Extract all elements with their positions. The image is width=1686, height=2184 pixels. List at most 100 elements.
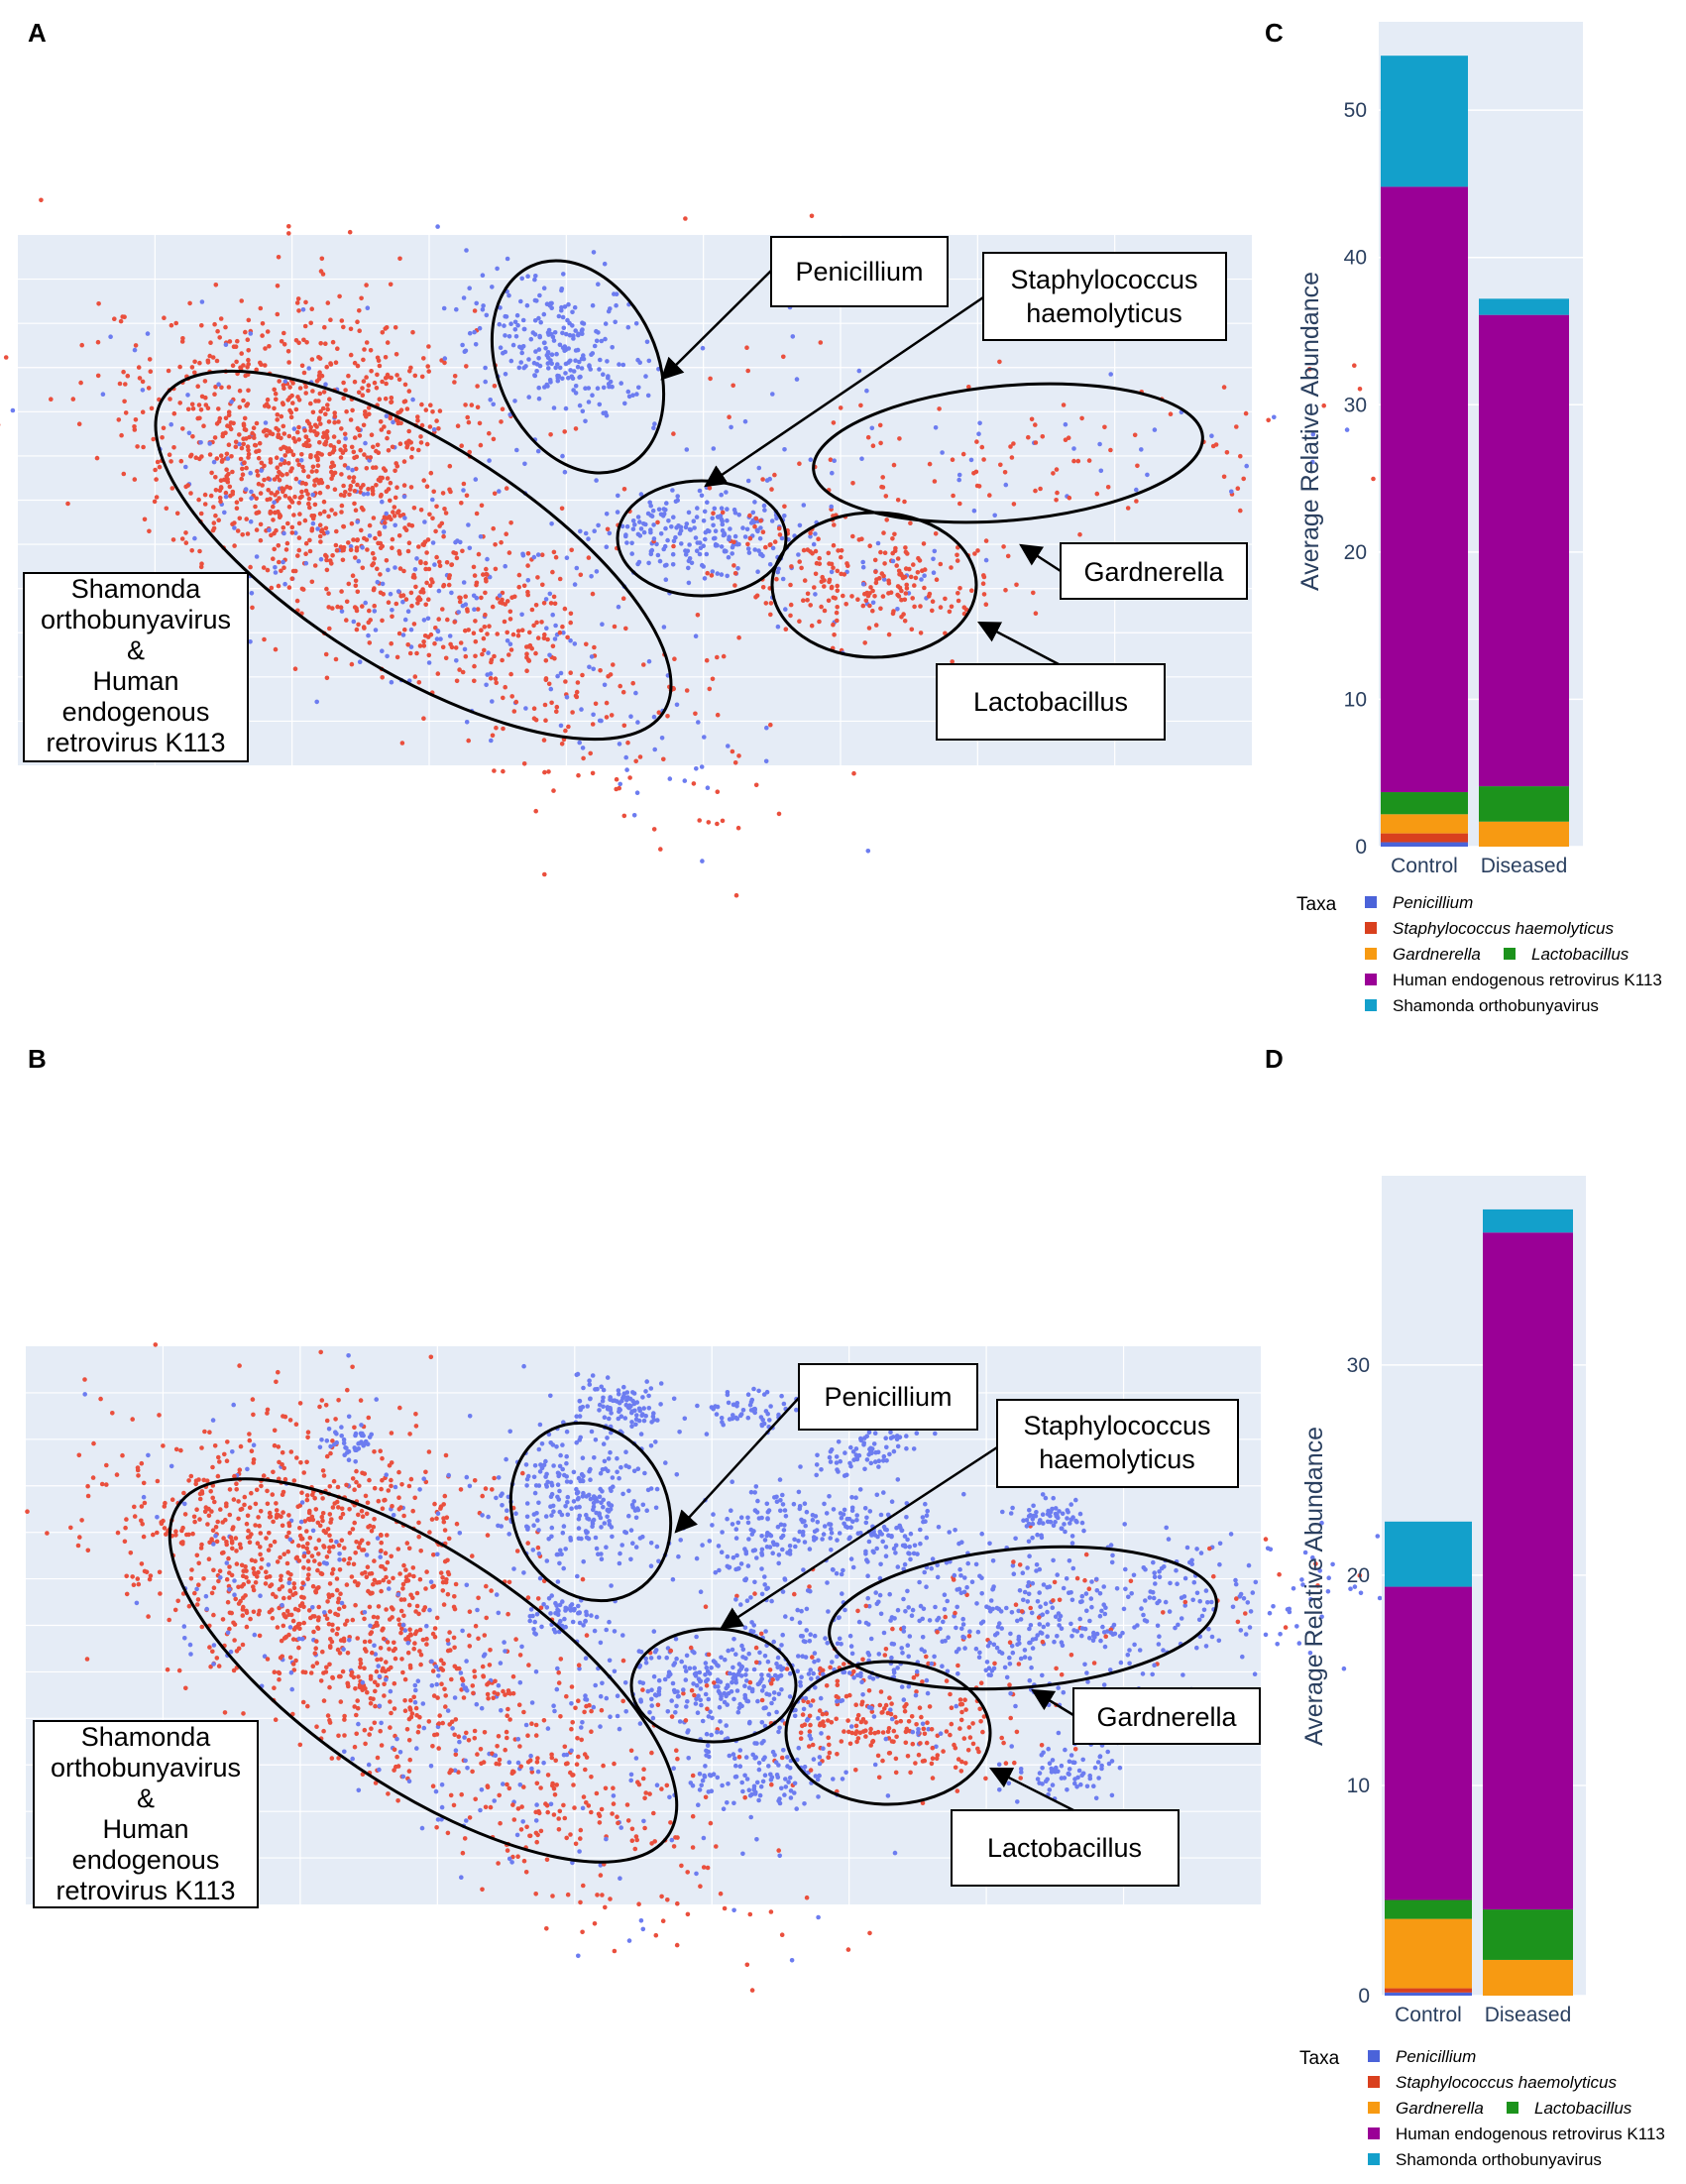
penicillium-point <box>520 317 526 323</box>
gardnerella-point <box>870 443 876 449</box>
host-point <box>503 1649 507 1654</box>
host-point <box>493 1753 499 1758</box>
host-point <box>497 489 502 494</box>
gardnerella-point <box>1040 434 1046 439</box>
host-point <box>336 1505 341 1510</box>
lactobacillus-point <box>967 1735 973 1740</box>
lactobacillus-point <box>868 1726 873 1732</box>
host-point <box>289 393 294 399</box>
lactobacillus-point <box>983 602 989 607</box>
host-point <box>359 1508 365 1514</box>
penicillium-point <box>568 1535 573 1541</box>
host-point <box>254 511 260 516</box>
host-point <box>312 1496 318 1501</box>
host-point <box>116 417 122 422</box>
host-point <box>348 487 353 492</box>
host-point <box>210 355 216 360</box>
host-point <box>659 1894 664 1899</box>
host-point <box>321 390 327 395</box>
penicillium-point <box>531 1523 536 1528</box>
host-point <box>270 1607 275 1612</box>
lactobacillus-point <box>839 571 843 577</box>
host-point <box>554 704 560 710</box>
lactobacillus-point <box>925 1690 931 1696</box>
host-point <box>574 689 580 695</box>
host-point <box>288 1572 293 1577</box>
host-point <box>297 495 303 501</box>
penicillium-point <box>656 1558 661 1564</box>
penicillium-point <box>560 345 566 351</box>
host-point <box>483 1804 489 1810</box>
host-point <box>277 478 282 483</box>
host-point <box>700 859 705 863</box>
penicillium-point <box>599 1525 604 1530</box>
staphylococcus-point <box>615 1713 620 1719</box>
penicillium-point <box>555 1470 561 1476</box>
host-point <box>322 324 327 330</box>
host-point <box>223 494 229 500</box>
host-point <box>438 636 443 641</box>
host-point <box>485 632 490 636</box>
host-point <box>509 694 514 699</box>
host-point <box>329 1756 335 1761</box>
lactobacillus-point <box>890 558 896 564</box>
host-point <box>278 1656 283 1661</box>
host-point <box>703 1794 709 1800</box>
host-point <box>525 1541 530 1546</box>
gardnerella-point <box>1310 459 1315 465</box>
host-point <box>588 750 593 756</box>
host-point <box>376 1604 382 1609</box>
lactobacillus-point <box>980 581 986 586</box>
penicillium-point <box>596 330 601 335</box>
host-point <box>139 1561 145 1566</box>
lactobacillus-point <box>807 1744 812 1749</box>
host-point <box>246 1579 251 1584</box>
host-point <box>366 487 371 492</box>
staphylococcus-point <box>674 525 679 530</box>
host-point <box>541 738 547 743</box>
host-point <box>168 397 172 402</box>
penicillium-point <box>544 1471 549 1477</box>
host-point <box>383 326 389 331</box>
staphylococcus-callout-box <box>982 252 1227 341</box>
host-point <box>409 603 414 609</box>
staphylococcus-point <box>654 1693 659 1698</box>
penicillium-point <box>524 1514 530 1520</box>
host-point <box>280 1523 285 1529</box>
host-point <box>353 583 359 589</box>
host-point <box>779 1932 785 1937</box>
host-point <box>352 1704 358 1709</box>
penicillium-point <box>551 1509 556 1514</box>
host-point <box>423 1469 428 1475</box>
host-point <box>505 599 510 604</box>
host-point <box>356 390 362 396</box>
lactobacillus-point <box>709 573 715 578</box>
host-point <box>300 464 305 470</box>
host-point <box>350 573 356 578</box>
host-point <box>327 1533 332 1538</box>
host-point <box>347 492 352 498</box>
host-point <box>207 353 212 359</box>
host-point <box>632 1846 638 1852</box>
penicillium-point <box>561 272 566 277</box>
staphylococcus-point <box>726 554 731 560</box>
host-point <box>479 628 484 632</box>
host-point <box>311 1629 316 1635</box>
host-point <box>441 1519 447 1525</box>
lactobacillus-point <box>808 530 813 535</box>
host-point <box>427 1530 432 1535</box>
penicillium-point <box>543 1458 548 1464</box>
lactobacillus-point <box>873 569 878 575</box>
host-point <box>310 1605 315 1610</box>
host-point <box>405 609 411 614</box>
staphylococcus-point <box>640 1687 645 1692</box>
host-point <box>317 440 322 445</box>
host-point <box>79 342 84 348</box>
gardnerella-point <box>1243 410 1249 416</box>
staphylococcus-point <box>671 538 677 544</box>
host-point <box>275 284 281 288</box>
host-point <box>244 1624 250 1630</box>
host-point <box>353 508 359 513</box>
penicillium-point <box>566 346 571 351</box>
host-point <box>733 892 739 898</box>
